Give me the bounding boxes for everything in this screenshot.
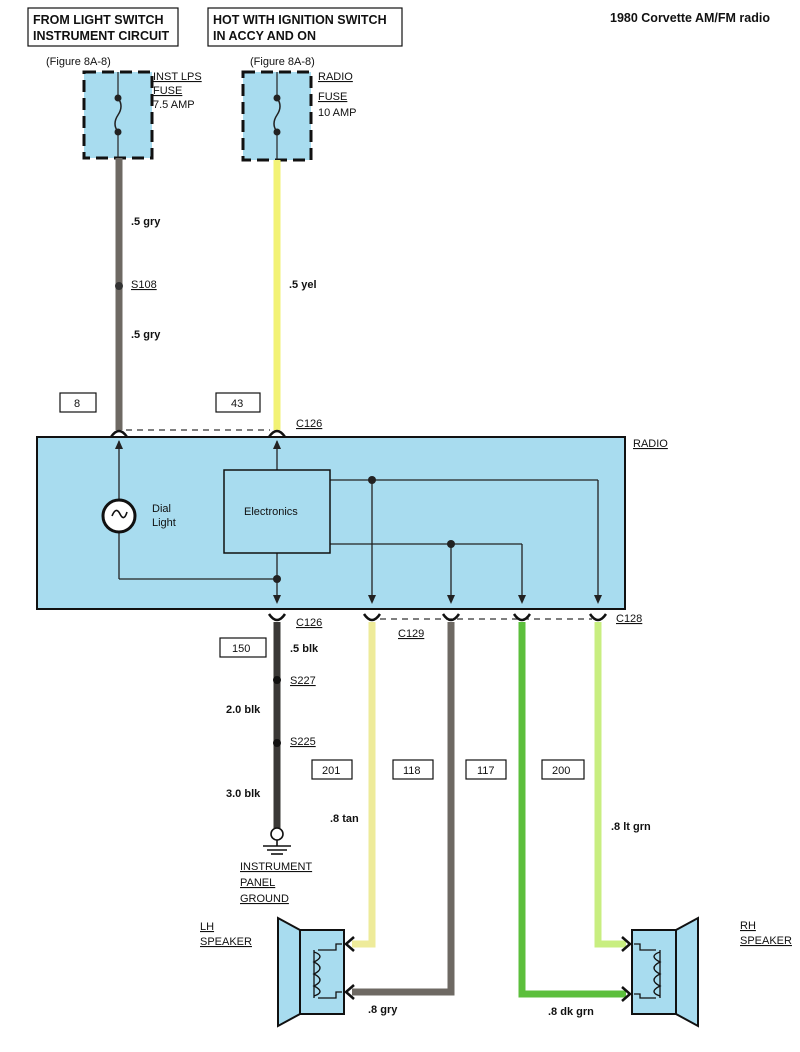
splice-s227-dot <box>273 676 281 684</box>
wire-label-ltgrn: .8 lt grn <box>611 821 651 833</box>
source-light-ref: (Figure 8A-8) <box>46 56 111 68</box>
circuit-box-43 <box>215 392 261 413</box>
inst-fuse-name1: INST LPS <box>153 71 202 83</box>
lh-speaker-label-2: SPEAKER <box>200 936 252 948</box>
radio-fuse-name2: FUSE <box>318 91 347 103</box>
rh-speaker-label-1: RH <box>740 920 756 932</box>
source-ignition-line2: IN ACCY AND ON <box>213 29 316 43</box>
electronics-module <box>223 469 331 554</box>
bottom-connector-pins <box>267 613 608 622</box>
splice-label-s108: S108 <box>131 279 157 291</box>
wire-label-yel: .5 yel <box>289 279 317 291</box>
diagram-title: 1980 Corvette AM/FM radio <box>610 11 770 25</box>
rh-speaker <box>621 916 699 1028</box>
wire-label-gry-bottom: .5 gry <box>131 329 161 341</box>
circuit-box-117 <box>465 759 507 780</box>
dial-light-label-2: Light <box>152 517 176 529</box>
circuit-box-118 <box>392 759 434 780</box>
dial-light-bulb <box>101 498 137 534</box>
circuit-box-150 <box>219 637 267 658</box>
splice-label-s225: S225 <box>290 736 316 748</box>
inst-fuse-name2: FUSE <box>153 85 182 97</box>
radio-internal-junctions <box>273 476 455 583</box>
c128-label: C128 <box>616 613 642 625</box>
inst-lps-fuse <box>82 70 154 160</box>
c126-top-pin-right <box>267 429 287 438</box>
wire-label-tan: .8 tan <box>330 813 359 825</box>
splice-s108-dot <box>115 282 123 290</box>
source-light-line1: FROM LIGHT SWITCH <box>33 13 164 27</box>
source-box-light-switch <box>27 7 179 47</box>
lh-speaker <box>277 916 355 1028</box>
circuit-8: 8 <box>74 398 80 410</box>
wire-label-blk-bottom: 3.0 blk <box>226 788 261 800</box>
wire-gray-lh <box>352 622 455 996</box>
circuit-box-200 <box>541 759 585 780</box>
wire-darkgreen-rh <box>518 622 626 998</box>
wire-label-gry-top: .5 gry <box>131 216 161 228</box>
lh-speaker-label-1: LH <box>200 921 214 933</box>
source-ignition-ref: (Figure 8A-8) <box>250 56 315 68</box>
radio-label: RADIO <box>633 438 668 450</box>
radio-internal-arrows <box>115 440 602 604</box>
ground-symbol <box>263 827 291 855</box>
wire-label-gry-speaker: .8 gry <box>368 1004 398 1016</box>
splice-s225-dot <box>273 739 281 747</box>
ground-label-2: PANEL <box>240 877 275 889</box>
c129-label: C129 <box>398 628 424 640</box>
inst-fuse-rating: 7.5 AMP <box>153 99 195 111</box>
circuit-200: 200 <box>552 765 570 777</box>
circuit-150: 150 <box>232 643 250 655</box>
c126-top-label: C126 <box>296 418 322 430</box>
ground-label-3: GROUND <box>240 893 289 905</box>
c126-top-pin-left <box>109 429 129 438</box>
radio-fuse-rating: 10 AMP <box>318 107 357 119</box>
source-light-line2: INSTRUMENT CIRCUIT <box>33 29 169 43</box>
c126-bottom-label: C126 <box>296 617 322 629</box>
wire-lightgreen-rh <box>594 622 626 948</box>
wire-label-blk-top: .5 blk <box>290 643 319 655</box>
wire-tan-lh <box>352 622 376 948</box>
radio-fuse-name1: RADIO <box>318 71 353 83</box>
circuit-box-8 <box>59 392 97 413</box>
electronics-label: Electronics <box>244 506 298 518</box>
dial-light-label-1: Dial <box>152 503 171 515</box>
circuit-117: 117 <box>477 765 495 777</box>
circuit-201: 201 <box>322 765 340 777</box>
wire-label-blk-mid: 2.0 blk <box>226 704 261 716</box>
circuit-118: 118 <box>403 765 421 777</box>
wire-label-dkgrn: .8 dk grn <box>548 1006 594 1018</box>
splice-label-s227: S227 <box>290 675 316 687</box>
ground-label-1: INSTRUMENT <box>240 861 312 873</box>
circuit-43: 43 <box>231 398 243 410</box>
source-box-ignition <box>207 7 403 47</box>
circuit-box-201 <box>311 759 353 780</box>
source-ignition-line1: HOT WITH IGNITION SWITCH <box>213 13 387 27</box>
rh-speaker-label-2: SPEAKER <box>740 935 792 947</box>
radio-fuse <box>241 70 313 162</box>
